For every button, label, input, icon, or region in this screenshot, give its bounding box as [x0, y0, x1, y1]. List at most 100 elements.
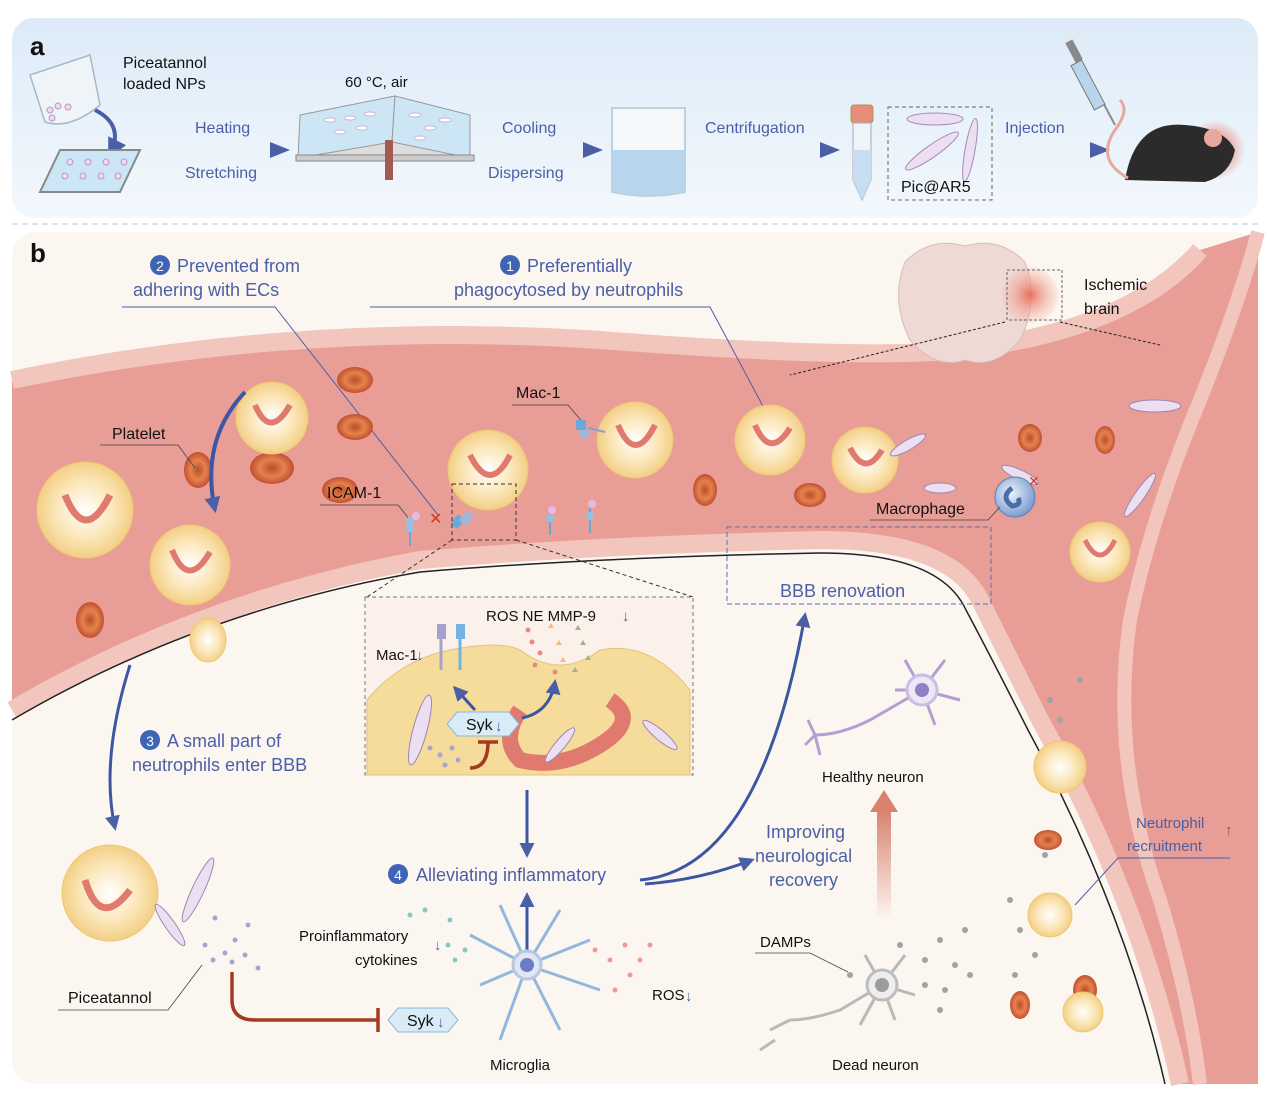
platelet-cell: [184, 452, 212, 488]
improving-line2: neurological: [755, 846, 852, 866]
nanorod: [1128, 399, 1182, 413]
step2-leader-line: [122, 306, 439, 516]
signaling-inset: Mac-1 ↓ ROS NE MMP-9 ↓ Syk ↓: [364, 596, 694, 776]
macrophage-nucleus: [1003, 486, 1022, 509]
syk-to-mac1-arrow: [452, 685, 477, 712]
source-label-line1: Piceatannol: [123, 55, 207, 72]
bbb-renovation-box: [726, 526, 992, 605]
temperature-label: 60 °C, air: [345, 74, 408, 91]
product-label: Pic@AR5: [901, 179, 971, 196]
nanorod: [544, 727, 576, 763]
brain-zoom-line-left: [789, 321, 1006, 376]
heating-arrowhead: [270, 142, 290, 158]
neutrophil: [596, 401, 674, 479]
step-centrifugation-label: Centrifugation: [705, 120, 805, 137]
macrophage-leader: [870, 506, 1001, 521]
blocked-x-icon: ✕: [1028, 473, 1040, 489]
piceatannol-inhibition-line: [230, 972, 380, 1032]
red-blood-cell: [1095, 426, 1115, 454]
vessel-wall-right: [1117, 230, 1265, 1085]
mac1-receptor-free-icon: [576, 420, 606, 438]
dispersion-beaker-icon: [611, 107, 686, 197]
syk-to-secretion-arrow: [521, 679, 561, 720]
red-blood-cells: [76, 367, 1115, 1019]
ros-down-arrow: ↓: [685, 988, 693, 1005]
centrifuge-tube-icon: [850, 104, 874, 202]
inset-secretions-down-arrow: ↓: [622, 608, 630, 625]
step-dispersing-label: Dispersing: [488, 165, 564, 182]
rolling-arrow: [204, 390, 247, 514]
step3-badge: [140, 730, 160, 750]
to-bbb-renovation-arrow: [639, 612, 811, 882]
recruitment-leader: [1074, 857, 1230, 906]
syk-label-microglia: Syk: [407, 1013, 435, 1030]
stretching-apparatus-icon: [295, 95, 475, 180]
extravasated-neutrophil-nucleus: [81, 878, 133, 912]
mac1-receptor-alpha: [437, 624, 446, 639]
neutrophil: [1027, 892, 1073, 938]
damps-leader: [755, 952, 849, 973]
icam1-receptors: [406, 500, 596, 546]
red-blood-cell: [1010, 991, 1030, 1019]
recovery-up-arrowhead: [870, 790, 898, 812]
step1-line2: phagocytosed by neutrophils: [454, 280, 683, 300]
neutrophil-recruitment-line2: recruitment: [1127, 838, 1203, 855]
red-blood-cell: [794, 483, 826, 507]
zoom-line-right: [515, 539, 694, 598]
step2-badge: [150, 255, 170, 275]
step1-badge: [500, 255, 520, 275]
nanorod: [1124, 473, 1156, 517]
neutrophil-recruitment-line1: Neutrophil: [1136, 815, 1204, 832]
step3-line2: neutrophils enter BBB: [132, 755, 307, 775]
adhesion-zoom-box: [451, 483, 517, 541]
bbb-renovation-label: BBB renovation: [780, 581, 905, 601]
nanorod: [923, 482, 957, 494]
platelet-leader: [100, 444, 196, 469]
red-blood-cell: [337, 414, 373, 440]
product-inset-box: [887, 106, 993, 201]
brain-zoom-line-right: [1059, 321, 1161, 346]
syk-badge-microglia: [387, 1007, 459, 1033]
pouring-beaker-icon: [29, 54, 101, 125]
step2-line1: Prevented from: [177, 256, 300, 276]
proinflammatory-label-line1: Proinflammatory: [299, 928, 409, 945]
recruitment-up-arrow: ↑: [1225, 822, 1233, 839]
red-blood-cell: [322, 477, 358, 503]
neutrophil: [1069, 521, 1131, 583]
cytokine-particles: [407, 907, 468, 963]
piceatannol-label: Piceatannol: [68, 990, 152, 1007]
syk-badge-inset: [446, 711, 520, 737]
red-blood-cell: [337, 367, 373, 393]
nanorod-icon: [905, 112, 978, 183]
injection-arrowhead: [1090, 142, 1110, 158]
red-blood-cell: [250, 452, 294, 484]
inset-secretions-label: ROS NE MMP-9: [486, 608, 596, 625]
step1-number: 1: [506, 258, 514, 274]
syk-down-arrow-inset: ↓: [495, 718, 503, 735]
centrifugation-arrowhead: [820, 142, 840, 158]
neutrophils: [36, 381, 1131, 1033]
dead-neuron: [759, 954, 916, 1052]
entry-arrow: [105, 664, 132, 831]
vessel-wall-top: [10, 244, 1207, 389]
proinflammatory-label-line2: cytokines: [355, 952, 418, 969]
neutrophil: [447, 429, 529, 511]
step4-number: 4: [394, 867, 402, 883]
step-stretching-label: Stretching: [185, 165, 257, 182]
mac1-leader: [512, 404, 586, 426]
microglia-cell: [469, 904, 601, 1041]
step-injection-label: Injection: [1005, 120, 1065, 137]
ischemic-label-line1: Ischemic: [1084, 277, 1147, 294]
ros-particles: [592, 942, 653, 993]
mac1-receptor-beta: [456, 624, 465, 639]
neutrophil: [1062, 991, 1104, 1033]
improving-line1: Improving: [766, 822, 845, 842]
step1-leader-line: [370, 306, 766, 411]
step4-line1: Alleviating inflammatory: [416, 865, 606, 885]
released-nanorods: [154, 857, 215, 947]
cooling-arrowhead: [583, 142, 603, 158]
neutrophil: [235, 381, 309, 455]
zoom-line-left: [366, 539, 453, 598]
panel-b-label: b: [30, 238, 46, 268]
nanorod: [642, 719, 678, 751]
